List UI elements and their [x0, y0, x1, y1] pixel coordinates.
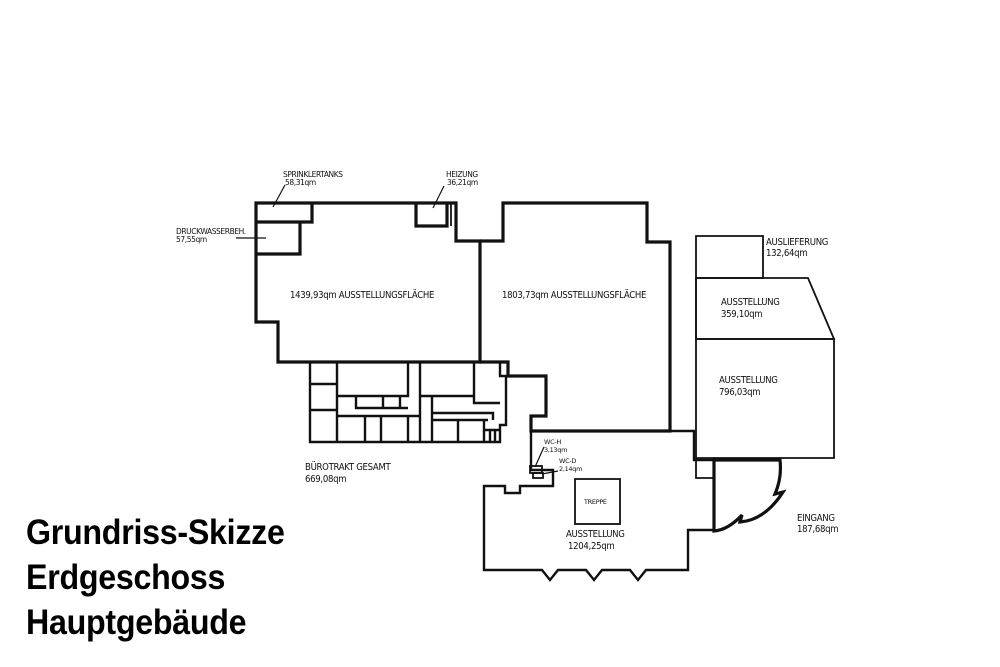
label-heizung-name: HEIZUNG [446, 170, 478, 179]
label-sprinklertanks-name: SPRINKLERTANKS [283, 170, 343, 179]
leader-sprinklertanks [272, 184, 286, 208]
label-ausstellungsflaeche-2: 1803,73qm AUSSTELLUNGSFLÄCHE [502, 290, 646, 301]
label-buerotrakt-name: BÜROTRAKT GESAMT [305, 462, 392, 473]
label-druckwasser-name: DRUCKWASSERBEH. [176, 227, 246, 236]
label-ausstellung-796-name: AUSSTELLUNG [719, 375, 778, 386]
title-hauptgebaeude: Hauptgebäude [26, 603, 247, 642]
label-eingang-name: EINGANG [797, 513, 835, 524]
leader-heizung [432, 185, 445, 209]
leader-wc-d [541, 470, 559, 475]
label-treppe: TREPPE [583, 498, 607, 506]
room-ausstellungsflaeche-2 [480, 201, 672, 433]
label-heizung-area: 36,21qm [447, 178, 478, 187]
room-ausstellungsflaeche-1 [254, 201, 482, 364]
stairs-box [574, 478, 621, 525]
room-ausstellung-1204 [482, 429, 714, 582]
label-sprinklertanks-area: 58,31qm [285, 178, 316, 187]
label-ausstellung-359-name: AUSSTELLUNG [721, 297, 780, 308]
label-ausstellung-796-area: 796,03qm [719, 387, 760, 398]
label-ausstellung-1204-name: AUSSTELLUNG [566, 529, 625, 540]
leader-wc-h [534, 446, 545, 468]
room-auslieferung [695, 235, 764, 279]
label-auslieferung-name: AUSLIEFERUNG [766, 237, 828, 248]
label-ausstellungsflaeche-1: 1439,93qm AUSSTELLUNGSFLÄCHE [290, 290, 434, 301]
wc-d-box [532, 472, 544, 479]
room-eingang [712, 458, 787, 533]
label-wc-h-area: 3,13qm [544, 446, 567, 454]
label-ausstellung-359-area: 359,10qm [721, 309, 762, 320]
label-ausstellung-1204-area: 1204,25qm [568, 541, 614, 552]
label-wc-d-name: WC-D [559, 457, 576, 465]
plan-title-block: Grundriss-Skizze Erdgeschoss Hauptgebäud… [26, 510, 307, 645]
label-buerotrakt-area: 669,08qm [305, 474, 346, 485]
label-wc-d-area: 2,14qm [559, 465, 582, 473]
room-buerotrakt [308, 362, 508, 444]
label-auslieferung-area: 132,64qm [766, 248, 807, 259]
label-eingang-area: 187,68qm [797, 524, 838, 535]
label-wc-h-name: WC-H [544, 438, 561, 446]
label-druckwasser-area: 57,55qm [176, 235, 207, 244]
room-ausstellung-359 [695, 277, 836, 340]
title-erdgeschoss: Erdgeschoss [26, 558, 226, 597]
title-grundriss: Grundriss-Skizze [26, 513, 285, 552]
